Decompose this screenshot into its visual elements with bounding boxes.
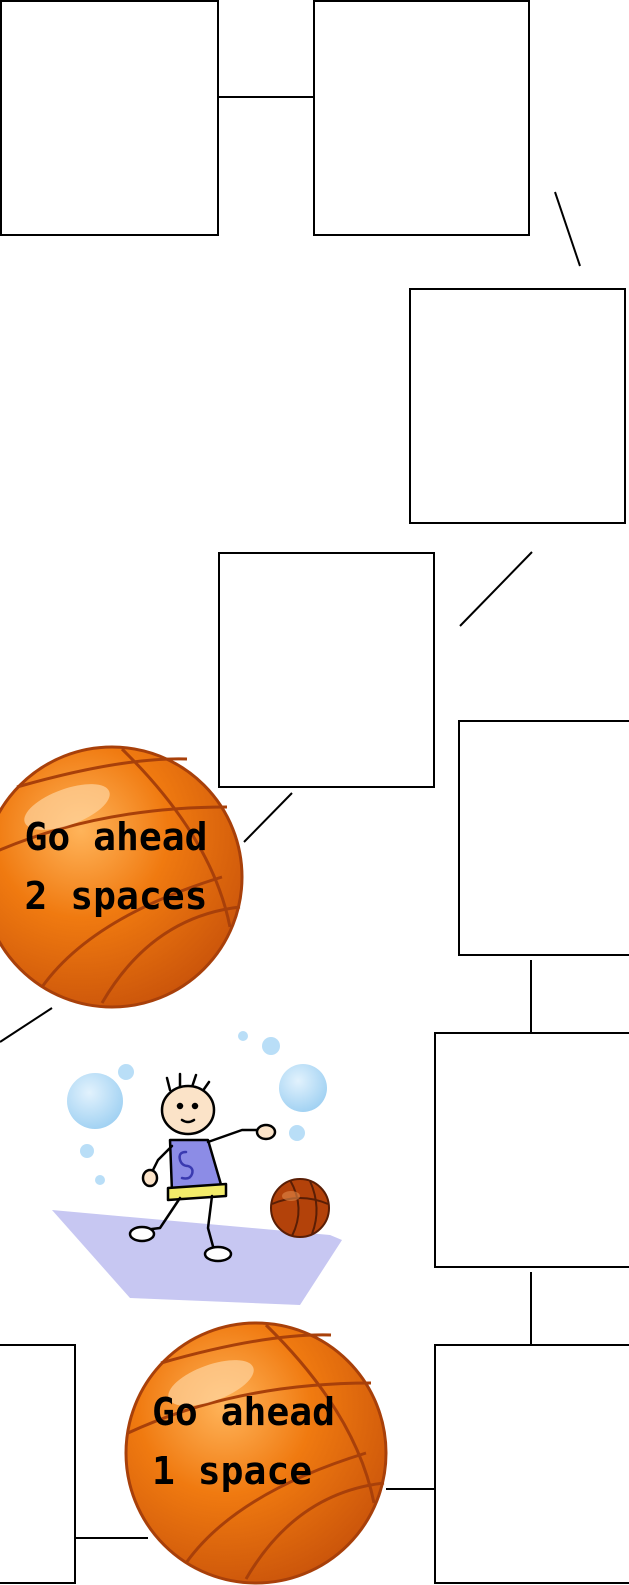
ball-label-line: 1 space	[152, 1442, 378, 1501]
ball-label-line: Go ahead	[0, 808, 232, 867]
connector-line	[460, 552, 532, 626]
connector-line	[555, 192, 580, 266]
ball-label-bottom: Go ahead 1 space	[152, 1383, 378, 1501]
basketball-icon	[271, 1179, 329, 1237]
ball-label-line: 2 spaces	[0, 867, 232, 926]
basketball-player-clipart	[52, 1031, 342, 1305]
connector-line	[0, 1008, 52, 1042]
ball-label-line: Go ahead	[152, 1383, 378, 1442]
connector-line	[244, 793, 292, 842]
ball-label-top: Go ahead 2 spaces	[0, 808, 232, 926]
